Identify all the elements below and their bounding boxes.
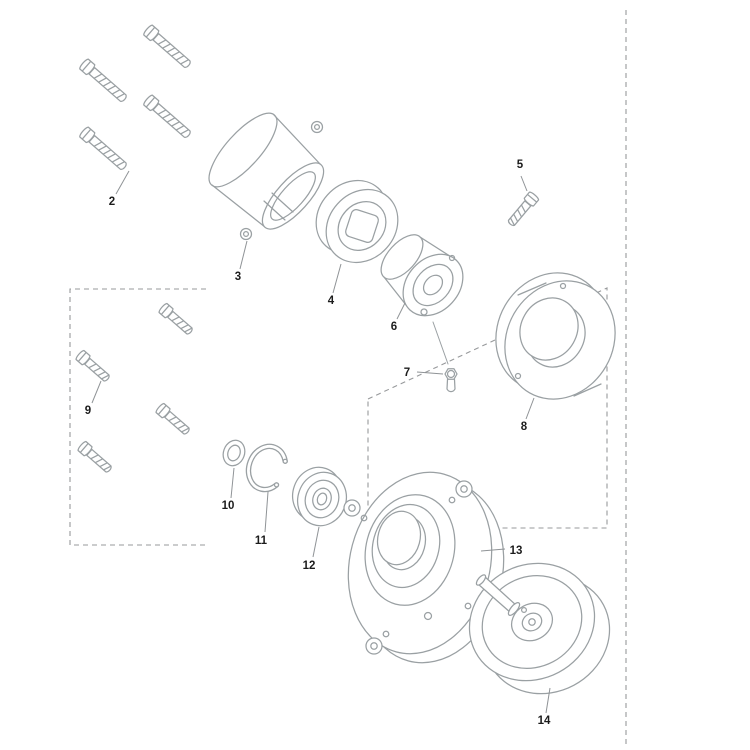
part-label-4: 4	[328, 295, 335, 307]
part-label-7: 7	[404, 367, 410, 379]
part-7-screw	[444, 368, 458, 393]
part-11-retaining-ring	[245, 443, 288, 493]
part-6-hub	[380, 234, 464, 365]
part-8-cover-ring	[495, 272, 616, 400]
leader-2	[115, 170, 130, 195]
leader-4	[332, 263, 342, 294]
part-label-2: 2	[109, 196, 115, 208]
boundary-left-group	[69, 288, 206, 546]
part-label-14: 14	[538, 715, 551, 727]
part-label-13: 13	[510, 545, 523, 557]
leader-14	[545, 687, 551, 714]
leader-9	[91, 380, 102, 404]
leader-13	[480, 548, 506, 552]
part-label-3: 3	[235, 271, 241, 283]
part-label-5: 5	[517, 159, 524, 171]
leader-5	[520, 175, 528, 192]
part-10-washer	[222, 439, 246, 467]
part-13-bearing-housing	[343, 471, 505, 664]
part-label-8: 8	[521, 421, 528, 433]
leader-7	[416, 371, 444, 375]
leader-8	[525, 397, 535, 420]
leader-3	[239, 240, 248, 270]
part-label-6: 6	[391, 321, 397, 333]
part-14-pulley	[468, 562, 611, 695]
exploded-view-artwork	[74, 23, 616, 695]
part-label-9: 9	[85, 405, 91, 417]
leader-11	[264, 491, 269, 533]
part-label-11: 11	[255, 535, 268, 547]
part-12-bearing	[292, 466, 347, 527]
part-label-12: 12	[303, 560, 316, 572]
leader-12	[312, 526, 320, 558]
leader-10	[230, 467, 235, 499]
leader-lines	[91, 170, 551, 714]
leader-6	[396, 302, 406, 320]
part-4-ring	[315, 179, 399, 264]
part-labels: 2 3 4 5 6 7 8 9 10 11 12 13 14	[85, 159, 551, 727]
part-label-10: 10	[222, 500, 235, 512]
part-3-housing	[208, 112, 325, 241]
